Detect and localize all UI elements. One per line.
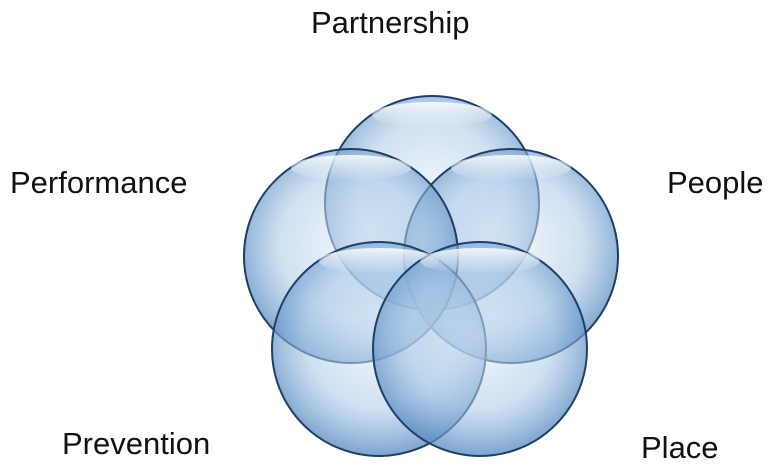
label-performance: Performance [10, 165, 188, 200]
label-people: People [667, 165, 764, 200]
label-prevention: Prevention [62, 426, 211, 461]
circle-place [372, 241, 588, 457]
label-partnership: Partnership [311, 5, 470, 40]
label-place: Place [641, 430, 719, 465]
